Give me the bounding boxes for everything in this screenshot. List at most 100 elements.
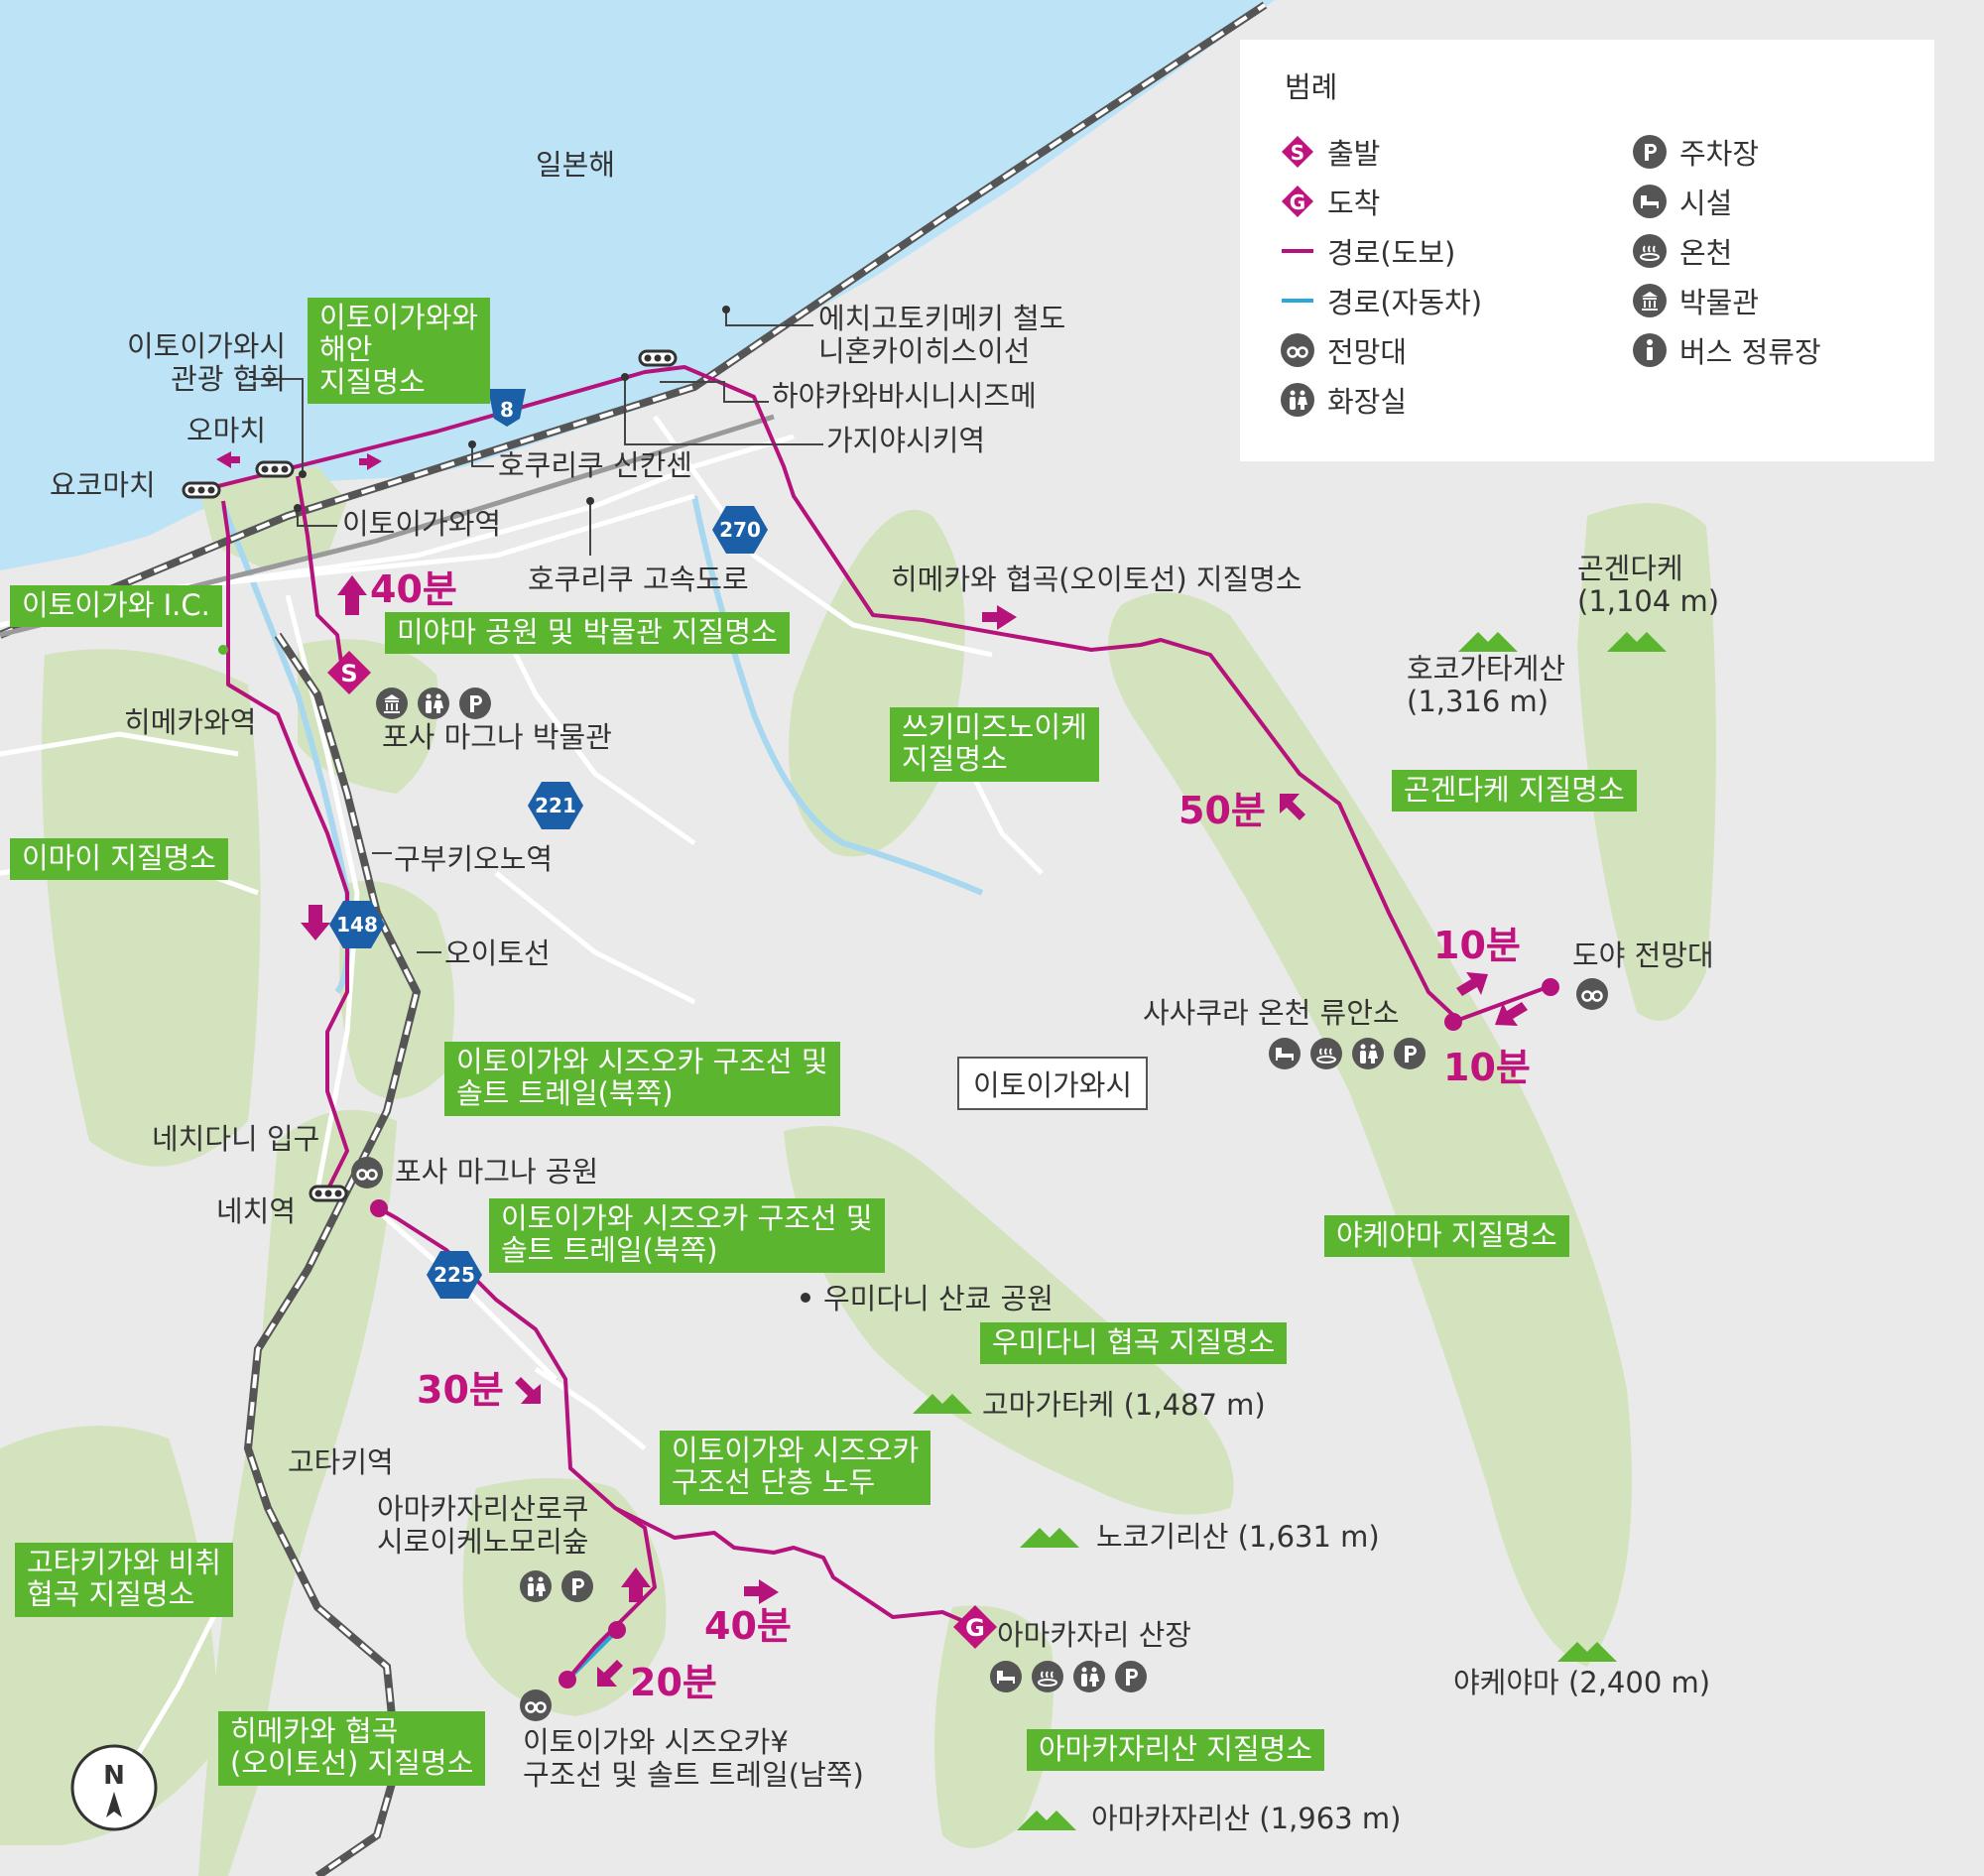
toilet-icon — [1352, 1038, 1384, 1069]
geosite-dancho: 이토이가와 시즈오카 구조선 단층 노두 — [660, 1431, 931, 1505]
label-himekawa-station: 히메카와역 — [124, 705, 257, 739]
car-route-icon — [1282, 299, 1313, 303]
geosite-yakeyama: 야케야마 지질명소 — [1324, 1215, 1569, 1258]
label-kubiki-ono: 구부키오노역 — [394, 842, 554, 876]
time-20: 20분 — [630, 1661, 717, 1704]
route-walk-doya — [1452, 985, 1549, 1024]
arrow-downleft-icon — [1495, 1002, 1528, 1026]
arrow-downright-small-icon — [515, 1377, 541, 1404]
road-local-3 — [494, 871, 696, 1005]
legend-toilet: 화장실 — [1280, 380, 1407, 420]
svg-text:225: 225 — [434, 1263, 475, 1287]
geosite-gongen: 곤겐다케 지질명소 — [1392, 770, 1637, 813]
station-nechi-icon — [309, 1185, 348, 1202]
start-icon: S — [1282, 136, 1313, 168]
legend-facility: 시설 — [1632, 182, 1732, 221]
goal-icon: G — [1282, 186, 1313, 217]
museum-icon — [1633, 284, 1667, 317]
label-oito-line: 오이토선 — [444, 937, 551, 970]
geosite-himekawa-oito: 히메카와 협곡 (오이토선) 지질명소 — [218, 1711, 486, 1786]
start-marker: S — [327, 651, 371, 694]
time-50: 50분 — [1178, 789, 1266, 832]
label-umidani-park: 우미다니 산쿄 공원 — [823, 1282, 1054, 1315]
leader-lines — [253, 310, 823, 953]
misc-dots — [218, 306, 810, 1303]
green-area-imai — [42, 649, 261, 1167]
green-area-yakeyama — [1108, 592, 1632, 1668]
label-echigo-railway: 에치고토키메키 철도 니혼카이히스이선 — [818, 302, 1066, 369]
point-doya — [1542, 978, 1559, 996]
legend-view: 전망대 — [1280, 330, 1407, 370]
facility-icon — [1269, 1038, 1301, 1069]
viewpoint-fossa-park-icon — [351, 1157, 383, 1188]
route-points — [370, 978, 1559, 1688]
time-10a: 10분 — [1433, 924, 1521, 967]
leader-hayakawa — [660, 381, 769, 403]
arrow-up-icon — [337, 575, 367, 615]
svg-text:G: G — [965, 1614, 985, 1642]
geosite-north2: 이토이가와 시즈오카 구조선 및 솔트 트레일(북쪽) — [489, 1198, 885, 1273]
label-amakazari-forest: 아마카자리산로쿠 시로이케노모리숲 — [377, 1492, 589, 1560]
legend-title: 범례 — [1285, 70, 1338, 104]
label-nokogiri: 노코기리산 (1,631 m) — [1096, 1520, 1380, 1554]
station-glyphs — [182, 349, 678, 1202]
leader-echigo — [725, 310, 813, 326]
facility-icon — [990, 1661, 1022, 1692]
label-kotaki-station: 고타키역 — [288, 1445, 394, 1479]
mountain-nokogiri-icon — [1020, 1528, 1079, 1548]
station-yokomachi-icon — [182, 481, 221, 499]
label-yokomachi: 요코마치 — [50, 468, 156, 502]
walk-route-icon — [1282, 249, 1313, 253]
onsen-icon — [1032, 1661, 1063, 1692]
legend-parking: 주차장 — [1632, 132, 1759, 172]
facility-icon — [1633, 185, 1667, 218]
geosite-umidani: 우미다니 협곡 지질명소 — [980, 1322, 1288, 1365]
green-area-kotaki — [0, 1426, 218, 1845]
geosite-north1: 이토이가와 시즈오카 구조선 및 솔트 트레일(북쪽) — [444, 1042, 840, 1116]
green-area-fault-belt — [198, 1109, 397, 1876]
arrow-downleft2-icon — [597, 1660, 623, 1687]
road-badge-221: 221 — [528, 782, 583, 829]
road-local-4 — [969, 772, 1044, 875]
parking-icon — [561, 1570, 593, 1602]
road-148 — [285, 594, 360, 1191]
label-doya: 도야 전망대 — [1572, 938, 1714, 972]
svg-text:148: 148 — [336, 913, 378, 937]
goal-marker: G — [953, 1605, 997, 1649]
arrow-upleft-small-icon — [1280, 794, 1305, 820]
legend-car: 경로(자동차) — [1280, 281, 1482, 320]
arrow-up2-icon — [621, 1567, 651, 1602]
onsen-icon — [1633, 234, 1667, 268]
green-area-amakazari — [934, 1605, 1054, 1848]
toilet-icon — [1073, 1661, 1105, 1692]
parking-icon — [1115, 1661, 1147, 1692]
geosite-ic: 이토이가와 I.C. — [10, 585, 222, 628]
green-area-shiroike — [462, 1478, 667, 1716]
parking-icon — [1633, 135, 1667, 169]
station-hayakawa-icon — [638, 349, 678, 367]
mountain-hokogatake-icon — [1458, 632, 1518, 652]
bus-stop-icon — [1633, 333, 1667, 367]
svg-text:8: 8 — [500, 398, 514, 422]
leader-shinkansen — [471, 444, 494, 467]
road-local-6 — [534, 1366, 647, 1450]
arrow-right-small-icon — [359, 453, 382, 470]
label-fossa-museum: 포사 마그나 박물관 — [382, 720, 612, 754]
label-fossa-park: 포사 마그나 공원 — [395, 1155, 599, 1188]
label-nechi-station: 네치역 — [216, 1194, 297, 1228]
route-walk-station — [296, 475, 344, 671]
mountain-yakeyama-icon — [1557, 1642, 1617, 1662]
geosite-imai: 이마이 지질명소 — [10, 838, 228, 881]
label-yakeyama: 야케야마 (2,400 m) — [1453, 1666, 1711, 1699]
legend-bus: 버스 정류장 — [1632, 330, 1821, 370]
point-sasakura — [1444, 1013, 1462, 1031]
mountains — [913, 632, 1667, 1830]
toilet-icon — [1281, 383, 1314, 417]
station-omachi-icon — [255, 460, 295, 478]
geosite-kotakigawa: 고타키가와 비취 협곡 지질명소 — [15, 1543, 233, 1617]
label-gongen: 곤겐다케 (1,104 m) — [1577, 552, 1720, 619]
label-himekawa-gorge: 히메카와 협곡(오이토선) 지질명소 — [891, 563, 1302, 596]
road-badge-8: 8 — [488, 389, 526, 427]
arrow-left-small-icon — [216, 451, 240, 468]
